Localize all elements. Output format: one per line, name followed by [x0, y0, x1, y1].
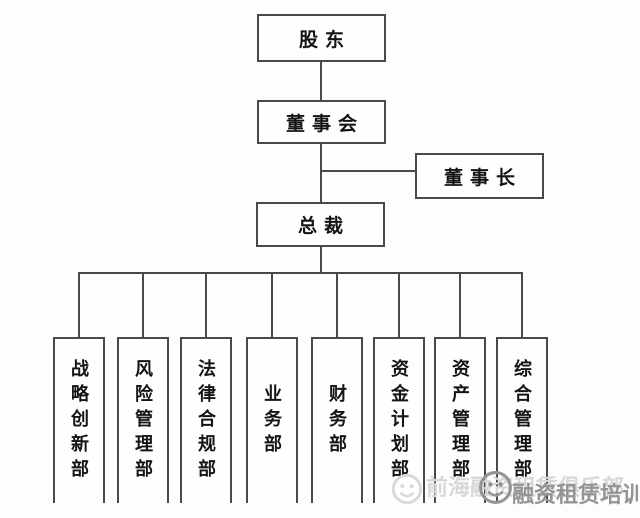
watermark-club-text: 前海融资租赁俱乐部 [426, 475, 625, 500]
node-board-of-directors: 董事会 [257, 100, 386, 144]
dept-label: 风险管理部 [133, 358, 153, 484]
connector-stub-2 [142, 272, 144, 337]
connector-board-president [320, 144, 322, 202]
node-dept-asset-management: 资产管理部 [434, 337, 486, 503]
node-dept-business: 业务部 [246, 337, 298, 503]
connector-stub-8 [521, 272, 523, 337]
node-dept-legal-compliance: 法律合规部 [180, 337, 232, 503]
connector-stub-5 [336, 272, 338, 337]
node-president: 总裁 [256, 202, 385, 247]
connector-stub-1 [78, 272, 80, 337]
node-chairman-label: 董事长 [443, 167, 522, 189]
watermark-training-logo-icon [479, 471, 512, 504]
watermark-training-text: 融资租赁培训 [512, 482, 640, 507]
node-dept-risk-management: 风险管理部 [117, 337, 169, 503]
connector-shareholders-board [320, 62, 322, 100]
dept-label: 业务部 [262, 383, 282, 459]
connector-stub-7 [459, 272, 461, 337]
node-shareholders-label: 股东 [298, 29, 351, 51]
node-dept-capital-planning: 资金计划部 [373, 337, 425, 503]
connector-stub-6 [398, 272, 400, 337]
dept-label: 战略创新部 [69, 358, 89, 484]
node-dept-finance: 财务部 [311, 337, 363, 503]
connector-to-chairman [322, 170, 415, 172]
connector-president-bus [320, 247, 322, 274]
node-board-label: 董事会 [285, 113, 364, 135]
node-president-label: 总裁 [297, 216, 350, 237]
dept-label: 法律合规部 [196, 358, 216, 484]
dept-label: 资产管理部 [450, 358, 470, 484]
connector-stub-3 [205, 272, 207, 337]
connector-bus [78, 272, 523, 274]
node-dept-strategy-innovation: 战略创新部 [53, 337, 105, 503]
connector-stub-4 [271, 272, 273, 337]
node-shareholders: 股东 [257, 14, 386, 62]
node-chairman: 董事长 [415, 153, 544, 199]
dept-label: 综合管理部 [512, 358, 532, 484]
dept-label: 资金计划部 [389, 358, 409, 484]
dept-label: 财务部 [327, 383, 347, 459]
watermark-club-logo-icon [391, 473, 423, 505]
